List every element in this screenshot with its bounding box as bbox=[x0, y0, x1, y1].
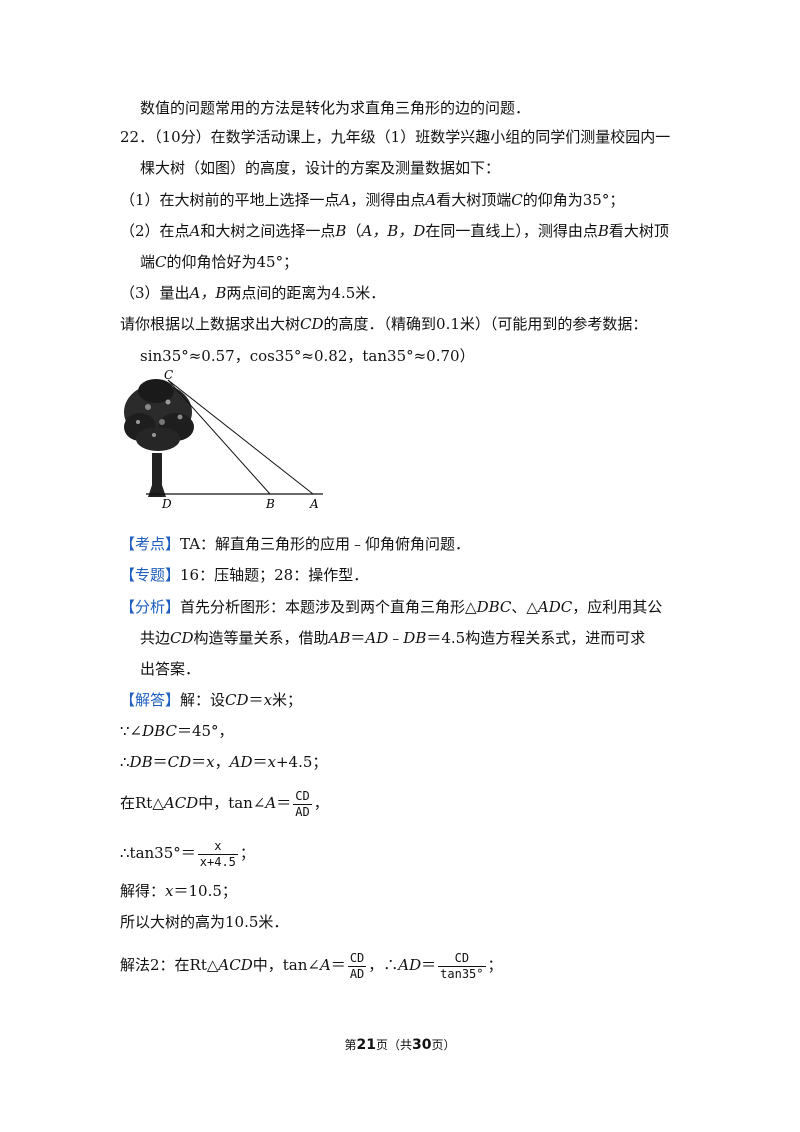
tree-figure: C D B A bbox=[124, 368, 323, 511]
jieda-tag: 【解答】 bbox=[120, 691, 181, 709]
label-d: D bbox=[161, 497, 172, 511]
line-cb bbox=[167, 379, 271, 495]
solve-line: 解得：x＝10.5； bbox=[120, 882, 237, 900]
step-3: （3）量出A，B两点间的距离为4.5米． bbox=[120, 284, 386, 302]
zhuanti: 【专题】16：压轴题；28：操作型． bbox=[120, 566, 369, 584]
page-number: 21 bbox=[356, 1037, 376, 1053]
zhuanti-tag: 【专题】 bbox=[120, 566, 181, 584]
step-2: （2）在点A和大树之间选择一点B（A，B，D在同一直线上），测得由点B看大树顶 bbox=[120, 222, 669, 240]
label-a: A bbox=[309, 497, 319, 511]
because-line: ∵∠DBC＝45°， bbox=[120, 722, 234, 740]
fenxi-tag: 【分析】 bbox=[120, 598, 181, 616]
page-footer: 第21页（共30页） bbox=[344, 1037, 456, 1053]
line-ca bbox=[167, 379, 314, 495]
tree-icon bbox=[124, 379, 194, 497]
question-stem: 22．（10分）在数学活动课上，九年级（1）班数学兴趣小组的同学们测量校园内一 bbox=[120, 128, 671, 146]
label-b: B bbox=[265, 497, 275, 511]
question-stem-cont: 棵大树（如图）的高度，设计的方案及测量数据如下： bbox=[140, 159, 501, 177]
question-ask: 请你根据以上数据求出大树CD的高度．（精确到0.1米）（可能用到的参考数据： bbox=[120, 315, 648, 333]
step-2-cont: 端C的仰角恰好为45°； bbox=[140, 253, 299, 271]
step-1: （1）在大树前的平地上选择一点A，测得由点A看大树顶端C的仰角为35°； bbox=[120, 191, 625, 209]
kaodian-tag: 【考点】 bbox=[120, 535, 181, 553]
therefore-line: ∴DB＝CD＝x，AD＝x+4.5； bbox=[120, 753, 328, 771]
fenxi-cont: 共边CD构造等量关系，借助AB＝AD﹣DB＝4.5构造方程关系式，进而可求 bbox=[140, 629, 646, 647]
fenxi: 【分析】首先分析图形：本题涉及到两个直角三角形△DBC、△ADC，应利用其公 bbox=[120, 598, 663, 616]
page-total: 30 bbox=[412, 1037, 432, 1053]
label-c: C bbox=[164, 368, 173, 382]
answer-line: 所以大树的高为10.5米． bbox=[120, 913, 289, 931]
intro-line: 数值的问题常用的方法是转化为求直角三角形的边的问题． bbox=[140, 99, 531, 117]
reference-data: sin35°≈0.57，cos35°≈0.82，tan35°≈0.70） bbox=[140, 347, 475, 365]
jieda: 【解答】解：设CD＝x米； bbox=[120, 691, 303, 709]
fenxi-end: 出答案． bbox=[140, 660, 201, 678]
kaodian: 【考点】TA：解直角三角形的应用﹣仰角俯角问题． bbox=[120, 535, 471, 553]
